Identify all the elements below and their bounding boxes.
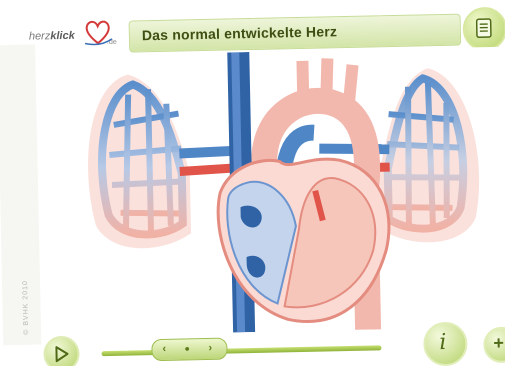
heart-diagram [67, 47, 503, 336]
document-icon [476, 18, 492, 38]
left-edge-strip [0, 45, 41, 346]
timeline-slider-thumb[interactable]: ‹ ● › [151, 338, 227, 362]
title-bar: Das normal entwickelte Herz [129, 14, 462, 53]
heart-illustration-area [67, 47, 503, 336]
copyright-caption: © BVHK 2010 [22, 280, 30, 335]
play-button[interactable] [43, 336, 80, 366]
play-icon [53, 345, 69, 363]
timeline-slider-track[interactable] [101, 345, 381, 356]
zoom-in-button[interactable]: + [483, 326, 505, 363]
info-icon: i [439, 330, 447, 355]
page-title: Das normal entwickelte Herz [142, 23, 338, 43]
heart-logo-icon [82, 17, 113, 48]
slider-prev-icon: ‹ [162, 343, 166, 355]
droplet-icon: ● [184, 343, 190, 353]
zoom-in-icon: + [493, 333, 504, 354]
herzklick-logo[interactable]: herzklick .de [27, 17, 128, 55]
document-button[interactable] [462, 7, 505, 52]
logo-wordmark: herzklick [29, 30, 75, 43]
info-button[interactable]: i [423, 322, 468, 366]
slider-next-icon: › [208, 342, 212, 354]
